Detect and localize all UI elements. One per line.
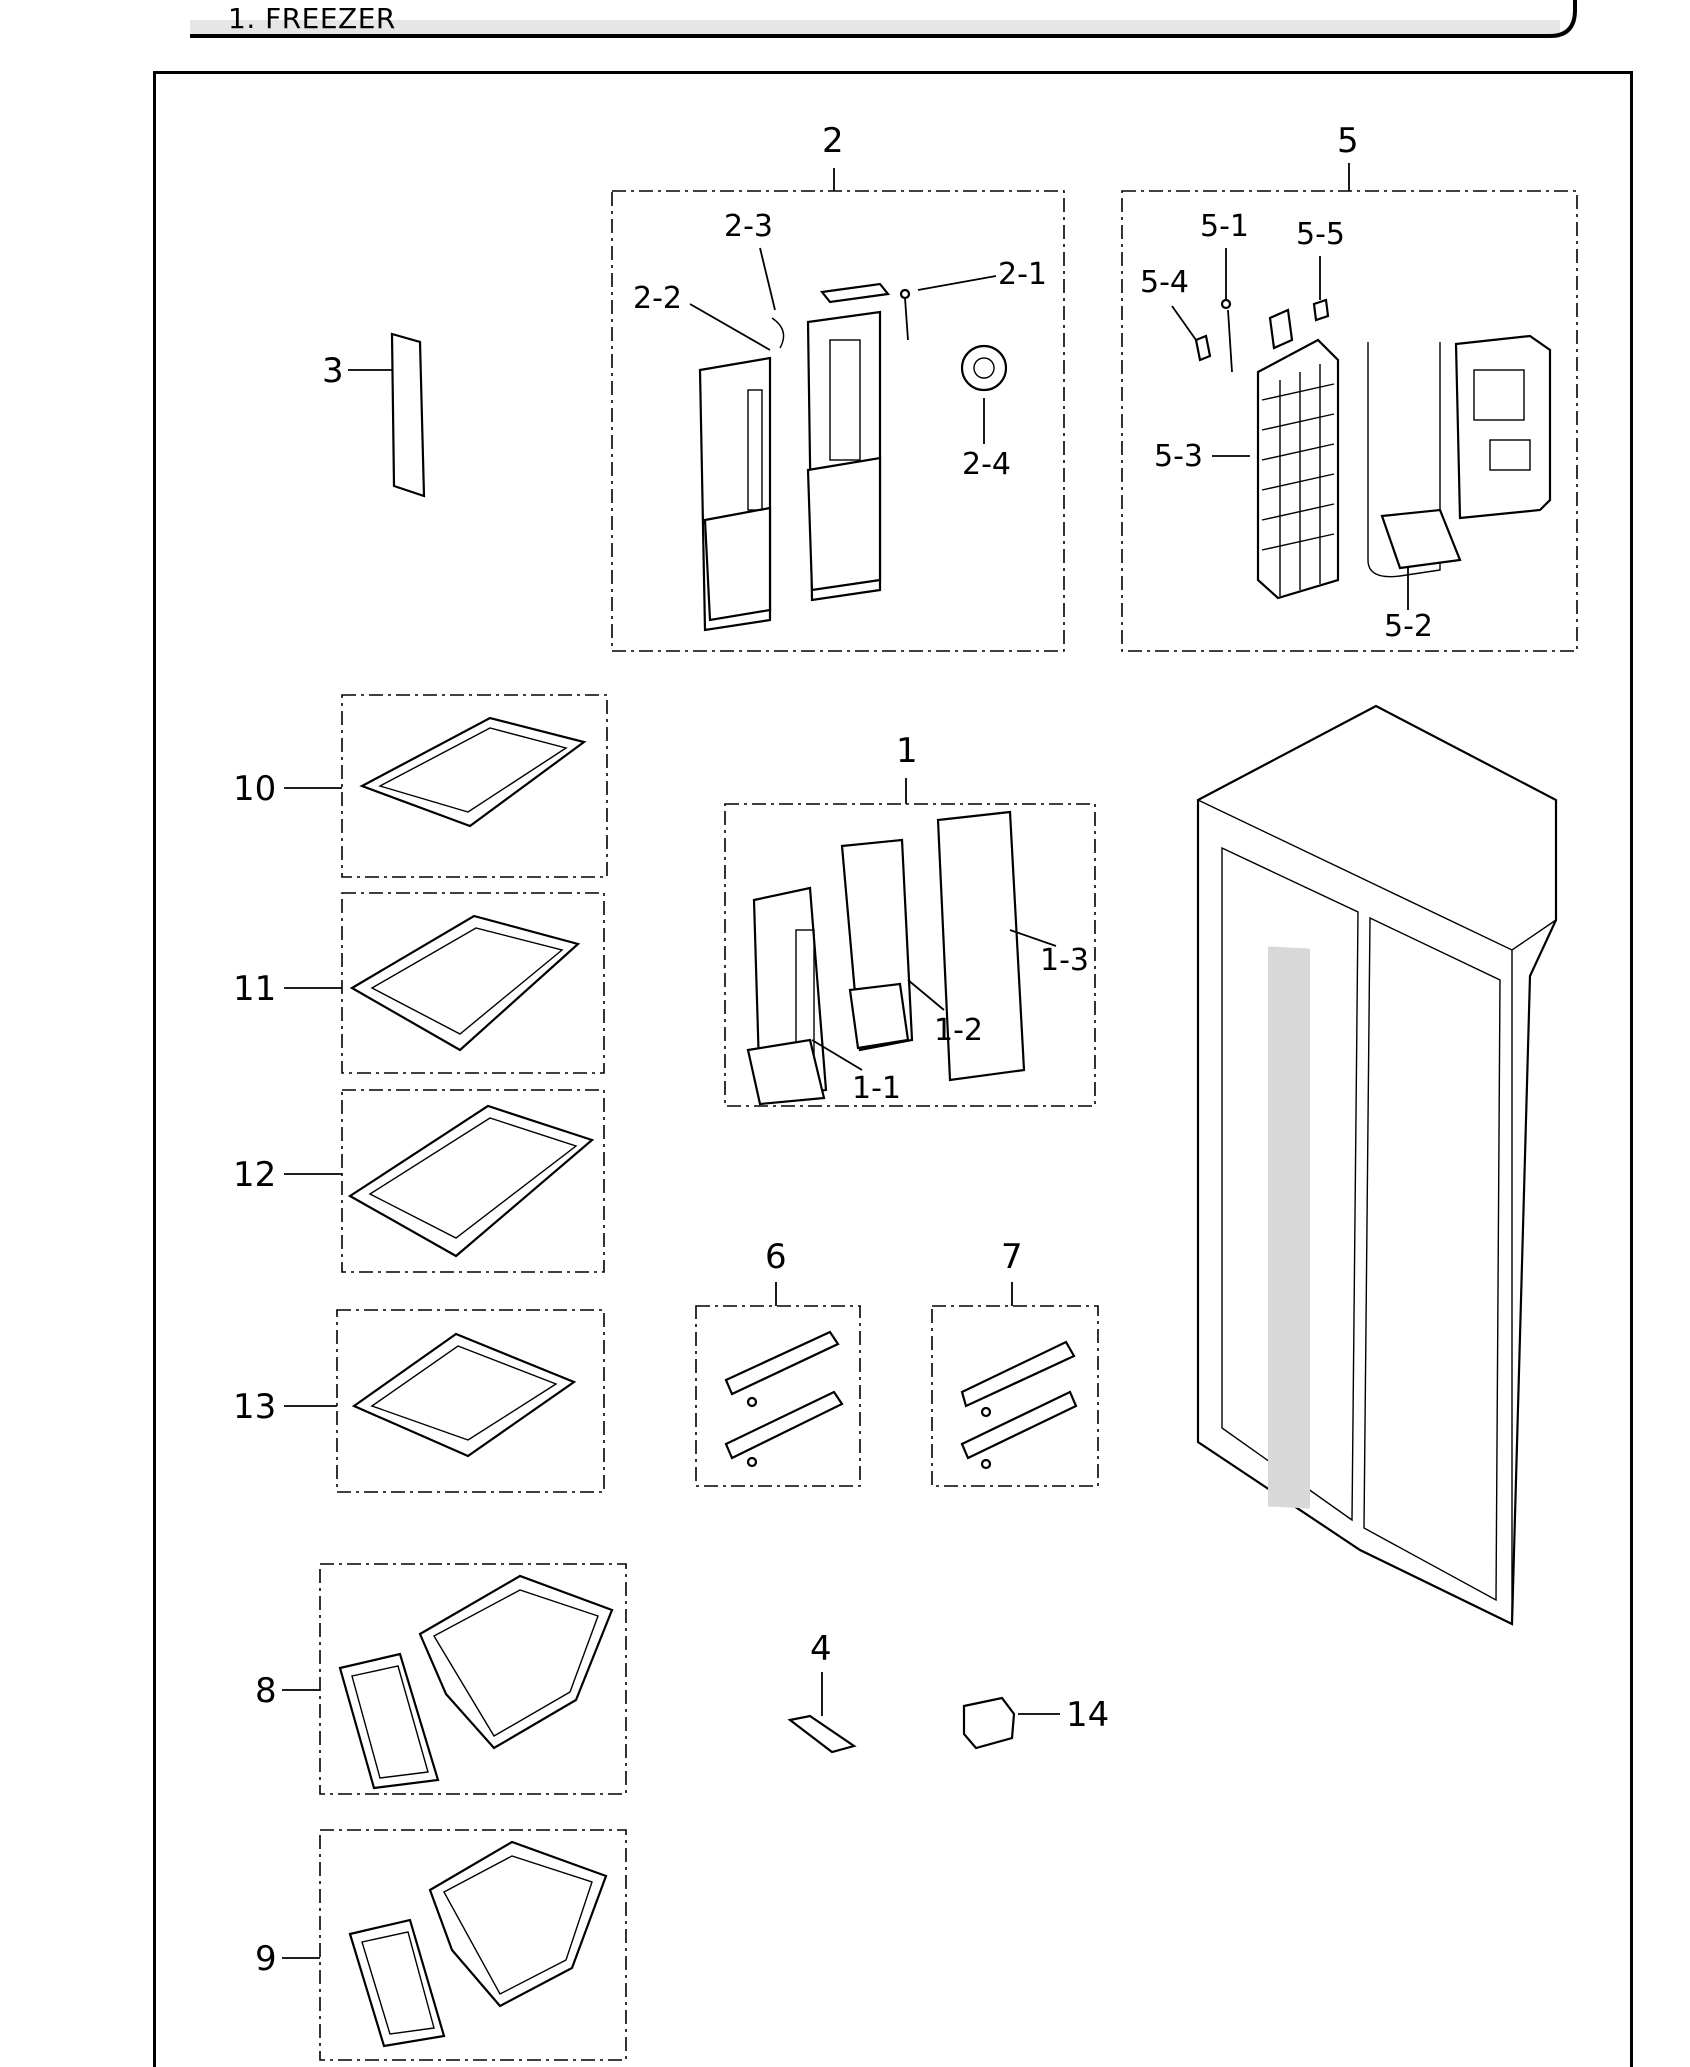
shelf-11: 11 xyxy=(233,892,605,1074)
label-2: 2 xyxy=(822,121,844,161)
label-1-2: 1-2 xyxy=(934,1013,983,1048)
part-4: 4 xyxy=(787,1629,857,1754)
label-2-1: 2-1 xyxy=(998,257,1047,292)
group-1-box xyxy=(724,803,1096,1107)
part-3: 3 xyxy=(322,332,426,498)
label-5-4: 5-4 xyxy=(1140,265,1189,300)
label-5-1: 5-1 xyxy=(1200,209,1249,244)
side-panel xyxy=(390,332,426,498)
refrigerator-cabinet xyxy=(1196,704,1558,1626)
label-7: 7 xyxy=(1001,1237,1023,1277)
label-1-1: 1-1 xyxy=(852,1071,901,1106)
label-1-3: 1-3 xyxy=(1040,943,1089,978)
label-14: 14 xyxy=(1066,1695,1109,1735)
group-2-box xyxy=(611,190,1065,652)
label-1: 1 xyxy=(896,731,918,771)
cover-bottom-flap xyxy=(703,506,772,622)
label-9: 9 xyxy=(255,1939,277,1979)
bin-8: 8 xyxy=(255,1563,627,1795)
label-13: 13 xyxy=(233,1387,276,1427)
label-5: 5 xyxy=(1337,121,1359,161)
label-10: 10 xyxy=(233,769,276,809)
label-3: 3 xyxy=(322,351,344,391)
duct-rear xyxy=(936,810,1026,1082)
group-5: 5 5-1 5-5 5-4 5-3 5-2 xyxy=(1121,121,1578,652)
label-6: 6 xyxy=(765,1237,787,1277)
group-7: 7 xyxy=(931,1237,1099,1487)
shelf-10: 10 xyxy=(233,694,608,878)
label-4: 4 xyxy=(810,1629,832,1669)
label-5-3: 5-3 xyxy=(1154,439,1203,474)
label-2-4: 2-4 xyxy=(962,447,1011,482)
rear-bottom-flap xyxy=(806,456,882,592)
fan-motor xyxy=(960,344,1008,392)
header-bar xyxy=(190,0,1577,38)
section-title: 1. FREEZER xyxy=(228,2,396,35)
group-6: 6 xyxy=(695,1237,861,1487)
diagram-frame xyxy=(153,71,1633,2067)
evaporator-top-connector xyxy=(1268,308,1294,350)
label-12: 12 xyxy=(233,1155,276,1195)
evaporator xyxy=(1256,338,1340,600)
cabinet-shading xyxy=(1268,946,1310,1509)
fan-bracket xyxy=(819,282,891,304)
shelf-12: 12 xyxy=(233,1089,605,1273)
bin-9: 9 xyxy=(255,1829,627,2061)
label-8: 8 xyxy=(255,1671,277,1711)
evaporator-housing xyxy=(1454,334,1552,520)
label-5-5: 5-5 xyxy=(1296,217,1345,252)
group-1: 1 1-3 1-2 1-1 xyxy=(724,731,1096,1107)
group-2: 2 2-3 2-2 2-1 2-4 xyxy=(611,121,1065,652)
part-14: 14 xyxy=(962,1695,1109,1750)
defrost-heater xyxy=(1367,342,1441,578)
label-2-3: 2-3 xyxy=(724,209,773,244)
shelf-13: 13 xyxy=(233,1309,605,1493)
label-5-2: 5-2 xyxy=(1384,609,1433,644)
label-11: 11 xyxy=(233,969,276,1009)
heater-tray xyxy=(1380,508,1462,570)
label-2-2: 2-2 xyxy=(633,281,682,316)
